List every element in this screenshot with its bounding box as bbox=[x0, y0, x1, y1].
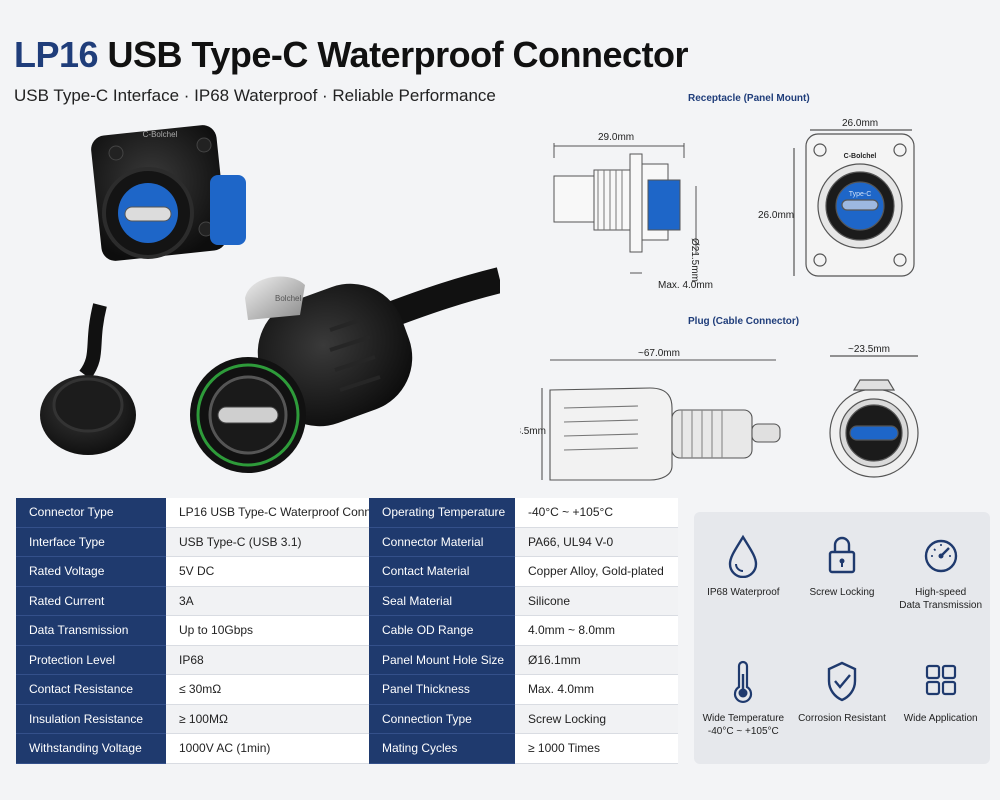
spec-value: -40°C ~ +105°C bbox=[515, 498, 678, 528]
plug-front-drawing bbox=[829, 355, 919, 478]
spec-label: Panel Thickness bbox=[369, 675, 515, 705]
spec-label: Withstanding Voltage bbox=[16, 734, 166, 764]
feature-item: IP68 Waterproof bbox=[694, 512, 793, 638]
spec-value: Max. 4.0mm bbox=[515, 675, 678, 705]
spec-value: ≥ 1000 Times bbox=[515, 734, 678, 764]
water-drop-icon bbox=[729, 534, 758, 578]
product-photo: C-Bolchel Bolchel bbox=[30, 115, 504, 485]
receptacle-label: Receptacle (Panel Mount) bbox=[688, 93, 810, 104]
spec-value: LP16 USB Type-C Waterproof Connector bbox=[166, 498, 369, 528]
spec-value: Silicone bbox=[515, 586, 678, 616]
feature-label: High-speed Data Transmission bbox=[899, 587, 983, 611]
rec-side-width: 29.0mm bbox=[598, 132, 634, 143]
dust-cap bbox=[40, 375, 136, 455]
padlock-icon bbox=[828, 536, 856, 574]
spec-label: Panel Mount Hole Size bbox=[369, 645, 515, 675]
spec-label: Contact Material bbox=[369, 557, 515, 587]
rec-front-height: 26.0mm bbox=[758, 210, 794, 221]
speedometer-icon bbox=[924, 539, 957, 573]
thermometer-icon bbox=[734, 660, 753, 704]
plug-body: Bolchel bbox=[190, 276, 413, 473]
grid-apps-icon bbox=[925, 664, 956, 696]
feature-label: IP68 Waterproof bbox=[707, 587, 780, 598]
rec-front-width: 26.0mm bbox=[842, 118, 878, 129]
feature-label: Corrosion Resistant bbox=[798, 713, 886, 724]
spec-value: Copper Alloy, Gold-plated bbox=[515, 557, 678, 587]
spec-label: Rated Current bbox=[16, 586, 166, 616]
spec-value: Ø16.1mm bbox=[515, 645, 678, 675]
spec-label: Protection Level bbox=[16, 645, 166, 675]
title-text: USB Type-C Waterproof Connector bbox=[98, 34, 689, 75]
plug-front-width: ~23.5mm bbox=[848, 344, 890, 355]
feature-label: Screw Locking bbox=[809, 587, 875, 598]
plug-side-drawing bbox=[541, 359, 781, 481]
spec-label: Seal Material bbox=[369, 586, 515, 616]
spec-value: Up to 10Gbps bbox=[166, 616, 369, 646]
plug-brand: Bolchel bbox=[275, 294, 301, 303]
feature-item: Wide Temperature -40°C ~ +105°C bbox=[694, 638, 793, 764]
feature-item: High-speed Data Transmission bbox=[891, 512, 990, 638]
spec-value: Screw Locking bbox=[515, 704, 678, 734]
spec-label: Connector Type bbox=[16, 498, 166, 528]
spec-value: 3A bbox=[166, 586, 369, 616]
spec-label: Operating Temperature bbox=[369, 498, 515, 528]
rec-front-logo: Type-C bbox=[849, 191, 872, 198]
spec-value: ≤ 30mΩ bbox=[166, 675, 369, 705]
feature-item: Wide Application bbox=[891, 638, 990, 764]
spec-value: ≥ 100MΩ bbox=[166, 704, 369, 734]
shield-check-icon bbox=[827, 661, 857, 702]
spec-label: Data Transmission bbox=[16, 616, 166, 646]
title-model: LP16 bbox=[14, 34, 99, 75]
spec-value: 5V DC bbox=[166, 557, 369, 587]
spec-value: USB Type-C (USB 3.1) bbox=[166, 527, 369, 557]
page-title: LP16 USB Type-C Waterproof Connector bbox=[14, 34, 689, 76]
spec-value: PA66, UL94 V-0 bbox=[515, 527, 678, 557]
spec-label: Interface Type bbox=[16, 527, 166, 557]
feature-label: Wide Application bbox=[903, 713, 978, 724]
rec-max-thickness: Max. 4.0mm bbox=[658, 280, 713, 291]
rec-front-brand: C-Bolchel bbox=[844, 153, 877, 160]
plug-side-height: ~23.5mm bbox=[520, 426, 546, 437]
spec-value: 1000V AC (1min) bbox=[166, 734, 369, 764]
spec-label: Cable OD Range bbox=[369, 616, 515, 646]
receptacle-flange: C-Bolchel bbox=[91, 125, 246, 261]
spec-label: Rated Voltage bbox=[16, 557, 166, 587]
spec-label: Connection Type bbox=[369, 704, 515, 734]
feature-panel: IP68 Waterproof Screw Locking High-speed… bbox=[694, 512, 990, 764]
rec-side-height: Ø21.5mm bbox=[689, 238, 700, 282]
spec-label: Mating Cycles bbox=[369, 734, 515, 764]
spec-value: 4.0mm ~ 8.0mm bbox=[515, 616, 678, 646]
feature-label: Wide Temperature -40°C ~ +105°C bbox=[702, 713, 785, 737]
plug-side-length: ~67.0mm bbox=[638, 348, 680, 359]
receptacle-front-drawing bbox=[793, 129, 915, 277]
receptacle-brand: C-Bolchel bbox=[143, 130, 178, 139]
page-subtitle: USB Type-C Interface · IP68 Waterproof ·… bbox=[14, 86, 496, 105]
receptacle-side-drawing bbox=[553, 143, 697, 274]
plug-label: Plug (Cable Connector) bbox=[688, 316, 800, 327]
feature-item: Screw Locking bbox=[793, 512, 892, 638]
spec-label: Connector Material bbox=[369, 527, 515, 557]
spec-value: IP68 bbox=[166, 645, 369, 675]
feature-item: Corrosion Resistant bbox=[793, 638, 892, 764]
spec-label: Insulation Resistance bbox=[16, 704, 166, 734]
spec-label: Contact Resistance bbox=[16, 675, 166, 705]
technical-drawings: Receptacle (Panel Mount) Plug (Cable Con… bbox=[504, 88, 1000, 498]
